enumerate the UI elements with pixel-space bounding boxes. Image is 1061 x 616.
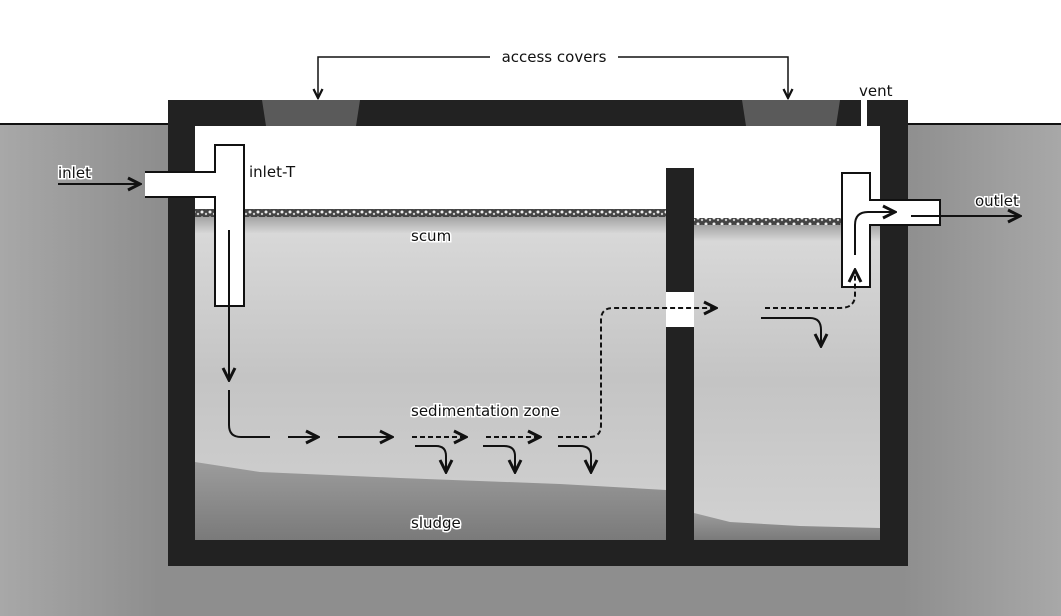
- sludge-right: [694, 513, 880, 540]
- label-vent: vent: [859, 82, 893, 100]
- access-cover-left[interactable]: [262, 100, 360, 126]
- label-inlet: inlet: [58, 164, 91, 182]
- scum-layer-right: [694, 218, 844, 225]
- settling-arrow-1: [415, 445, 446, 472]
- settling-arrow-2: [483, 445, 515, 472]
- settling-arrow-3: [558, 445, 591, 472]
- label-sedimentation-zone: sedimentation zone: [411, 402, 559, 420]
- outlet-pipe: [841, 172, 941, 288]
- flow-arrow-dotted-3: [558, 308, 716, 438]
- access-covers-bracket-right: [618, 56, 788, 98]
- flow-arrow-dotted-4: [765, 270, 855, 309]
- access-covers-bracket-left: [318, 56, 490, 98]
- settling-arrow-4: [761, 317, 821, 346]
- outlet-internal-arrow: [854, 212, 895, 255]
- label-access-covers: access covers: [502, 48, 607, 66]
- inlet-pipe: [145, 144, 245, 307]
- access-cover-right[interactable]: [742, 100, 840, 126]
- flow-arrow-solid: [228, 390, 270, 438]
- label-inlet-t: inlet-T: [249, 163, 296, 181]
- baffle-wall-lower: [666, 327, 694, 540]
- baffle-wall-upper: [666, 168, 694, 292]
- scum-layer-left: [195, 209, 666, 217]
- label-sludge: sludge: [411, 514, 461, 532]
- vent-opening: [861, 100, 867, 128]
- sludge-left: [195, 462, 666, 540]
- label-scum: scum: [411, 227, 451, 245]
- label-outlet: outlet: [975, 192, 1019, 210]
